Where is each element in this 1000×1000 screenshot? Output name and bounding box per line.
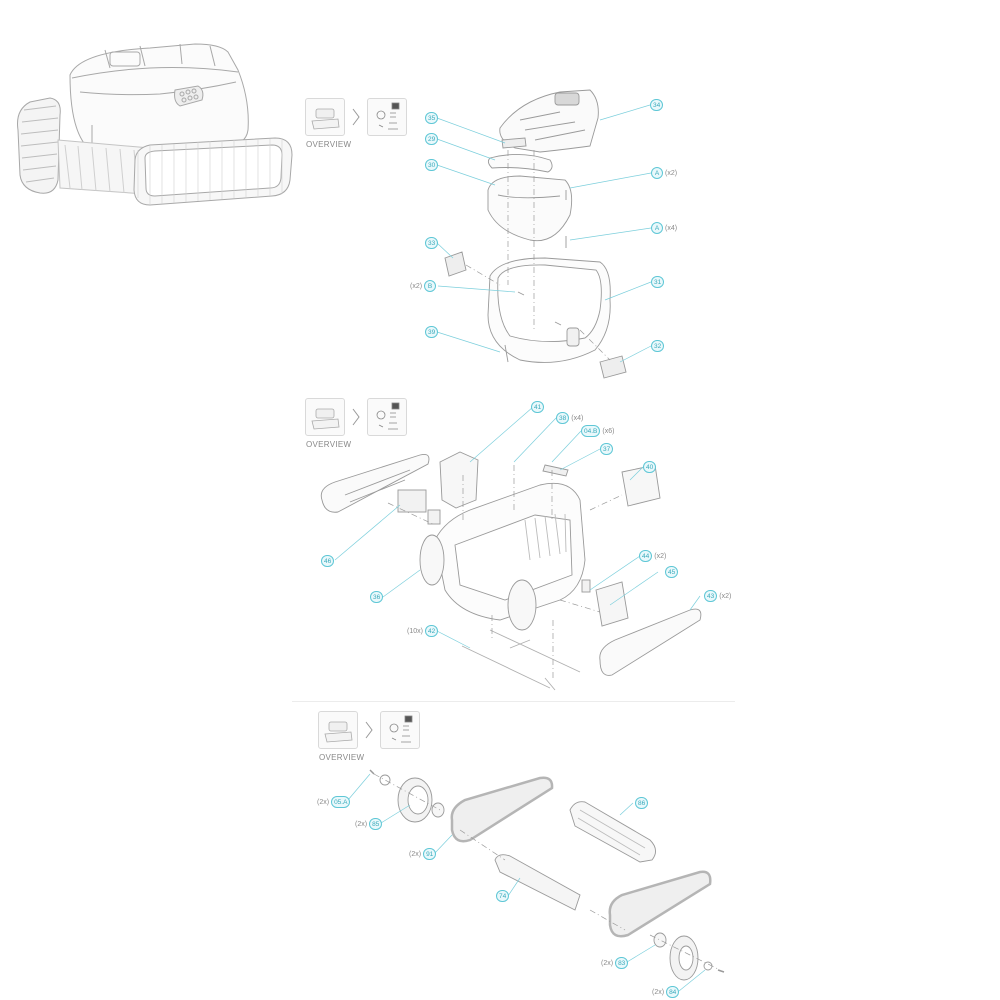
quantity: (x4) bbox=[571, 414, 584, 422]
callout-31: 31 bbox=[651, 276, 665, 288]
part-number: 36 bbox=[370, 591, 384, 603]
quantity: (2x) bbox=[409, 850, 422, 858]
callout-41: 41 bbox=[531, 401, 545, 413]
part-number: 34 bbox=[650, 99, 664, 111]
quantity: (2x) bbox=[601, 959, 614, 967]
callout-37: 37 bbox=[600, 443, 614, 455]
parts-thumbnail-button[interactable] bbox=[367, 98, 407, 136]
part-number: 43 bbox=[704, 590, 718, 602]
quantity: (2x) bbox=[355, 820, 368, 828]
quantity: (2x) bbox=[652, 988, 665, 996]
part-number: A bbox=[651, 222, 663, 234]
part-number: 30 bbox=[425, 159, 439, 171]
part-number: 85 bbox=[369, 818, 383, 830]
part-number: 42 bbox=[424, 625, 439, 637]
callout-33: 33 bbox=[425, 237, 439, 249]
robot-overview-illustration bbox=[10, 30, 295, 215]
callout-05A-2x: (2x)05.A bbox=[317, 796, 351, 808]
callout-32: 32 bbox=[651, 340, 665, 352]
section-nav-drive-tracks: OVERVIEW bbox=[318, 711, 420, 762]
part-number: 31 bbox=[651, 276, 665, 288]
callout-B-x2: (x2)B bbox=[410, 280, 437, 292]
overview-label: OVERVIEW bbox=[319, 753, 365, 762]
overview-thumbnail-button[interactable]: OVERVIEW bbox=[318, 711, 364, 762]
chevron-right-icon bbox=[349, 398, 363, 436]
part-number: 38 bbox=[556, 412, 570, 424]
part-number: A bbox=[651, 167, 663, 179]
callout-44-x2: 44(x2) bbox=[639, 550, 666, 562]
part-number: 04.B bbox=[581, 425, 601, 437]
callout-30: 30 bbox=[425, 159, 439, 171]
part-number: 91 bbox=[423, 848, 437, 860]
quantity: (x2) bbox=[665, 169, 678, 177]
overview-label: OVERVIEW bbox=[306, 440, 352, 449]
callout-38-x4: 38(x4) bbox=[556, 412, 583, 424]
callout-46: 46 bbox=[321, 555, 335, 567]
callout-85-2x: (2x)85 bbox=[355, 818, 383, 830]
part-number: 86 bbox=[635, 797, 649, 809]
section-nav-top-cover: OVERVIEW bbox=[305, 98, 407, 149]
quantity: (x2) bbox=[410, 282, 423, 290]
chevron-right-icon bbox=[362, 711, 376, 749]
quantity: (x2) bbox=[719, 592, 732, 600]
quantity: (x6) bbox=[602, 427, 615, 435]
part-number: 44 bbox=[639, 550, 653, 562]
part-number: 35 bbox=[425, 112, 439, 124]
parts-thumbnail-button[interactable] bbox=[367, 398, 407, 436]
callout-40: 40 bbox=[643, 461, 657, 473]
part-number: 29 bbox=[425, 133, 439, 145]
callout-43-x2: 43(x2) bbox=[704, 590, 731, 602]
callout-A-x4: A(x4) bbox=[651, 222, 677, 234]
callout-36: 36 bbox=[370, 591, 384, 603]
section-divider bbox=[292, 701, 735, 702]
quantity: (2x) bbox=[317, 798, 330, 806]
callout-29: 29 bbox=[425, 133, 439, 145]
overview-thumbnail-button[interactable]: OVERVIEW bbox=[305, 398, 351, 449]
part-number: 83 bbox=[615, 957, 629, 969]
part-number: 05.A bbox=[331, 796, 351, 808]
callout-39: 39 bbox=[425, 326, 439, 338]
part-number: 40 bbox=[643, 461, 657, 473]
callout-45: 45 bbox=[665, 566, 679, 578]
callout-74: 74 bbox=[496, 890, 510, 902]
part-number: 39 bbox=[425, 326, 439, 338]
callout-84-2x: (2x)84 bbox=[652, 986, 680, 998]
overview-label: OVERVIEW bbox=[306, 140, 352, 149]
part-number: 45 bbox=[665, 566, 679, 578]
callout-34: 34 bbox=[650, 99, 664, 111]
part-number: 41 bbox=[531, 401, 545, 413]
part-number: 32 bbox=[651, 340, 665, 352]
callout-04B-x6: 04.B(x6) bbox=[581, 425, 614, 437]
part-number: 37 bbox=[600, 443, 614, 455]
callout-42-10x: (10x)42 bbox=[407, 625, 439, 637]
part-number: B bbox=[424, 280, 437, 292]
quantity: (10x) bbox=[407, 627, 423, 635]
callout-83-2x: (2x)83 bbox=[601, 957, 629, 969]
part-number: 74 bbox=[496, 890, 510, 902]
part-number: 33 bbox=[425, 237, 439, 249]
callout-A-x2: A(x2) bbox=[651, 167, 677, 179]
parts-thumbnail-button[interactable] bbox=[380, 711, 420, 749]
part-number: 84 bbox=[666, 986, 680, 998]
callout-86: 86 bbox=[635, 797, 649, 809]
section-nav-chassis: OVERVIEW bbox=[305, 398, 407, 449]
part-number: 46 bbox=[321, 555, 335, 567]
chevron-right-icon bbox=[349, 98, 363, 136]
quantity: (x2) bbox=[654, 552, 667, 560]
quantity: (x4) bbox=[665, 224, 678, 232]
callout-35: 35 bbox=[425, 112, 439, 124]
callout-91-2x: (2x)91 bbox=[409, 848, 437, 860]
overview-thumbnail-button[interactable]: OVERVIEW bbox=[305, 98, 351, 149]
